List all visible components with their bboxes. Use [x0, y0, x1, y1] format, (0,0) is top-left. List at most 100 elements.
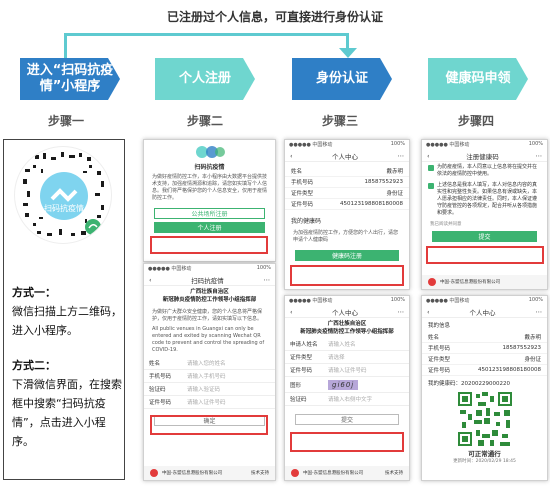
center-header: ‹ 个人中心 ⋯: [285, 150, 409, 162]
status-carrier: ●●●●● 中国移动: [426, 142, 470, 148]
more-icon[interactable]: ⋯: [397, 151, 404, 160]
status-carrier: ●●●●● 中国移动: [289, 298, 333, 304]
app-desc: 为做好疫情防控工作，本小程序由大数据平台提供技术支持，加强疫情溯源和追踪，请您如…: [152, 174, 268, 201]
field-passport-label: 证件号码: [149, 400, 172, 406]
back-icon[interactable]: ‹: [427, 307, 430, 316]
health-qr-code[interactable]: [422, 390, 547, 448]
top-note: 已注册过个人信息，可直接进行身份认证: [166, 10, 383, 24]
my-info-section: 我的信息: [428, 323, 451, 329]
highlight-submit: [290, 432, 404, 452]
footer: 中国-东盟信息港股份有限公司技术支持: [144, 466, 275, 480]
personal-register-button[interactable]: 个人注册: [154, 222, 265, 233]
field-name-label: 姓名: [149, 361, 161, 367]
submit-button[interactable]: 提交: [295, 414, 399, 425]
more-icon[interactable]: ⋯: [535, 307, 542, 316]
verify-field-label: 图形: [290, 382, 302, 389]
verify-field: 申请人姓名请输入姓名: [285, 338, 409, 351]
field-passport-input[interactable]: 请输入证件号码: [187, 400, 226, 406]
verify-title: 个人中心: [332, 308, 359, 317]
info-value: 身份证: [386, 191, 403, 197]
verify-field-input[interactable]: 请输入证件号码: [328, 368, 367, 374]
status-battery: 100%: [390, 141, 405, 147]
methods-text: 方式一： 微信扫描上方二维码，进入小程序。 方式二： 下滑微信界面，在搜索框中搜…: [12, 283, 124, 451]
info-value: 450123198808180008: [478, 367, 541, 373]
info-value: 450123198808180008: [340, 201, 403, 207]
field-phone-label: 手机号码: [149, 374, 172, 380]
method-1-text: 微信扫描上方二维码，进入小程序。: [12, 305, 122, 337]
back-icon[interactable]: ‹: [290, 151, 293, 160]
verify-banner: 广西壮族自治区 新冠肺炎疫情防控工作领导小组指挥部: [300, 321, 394, 335]
apply-title: 注册健康码: [466, 152, 499, 161]
checkbox-icon[interactable]: [428, 165, 434, 171]
info-key: 手机号码: [291, 180, 314, 186]
field-phone: 手机号码 请输入手机号码: [144, 370, 275, 383]
qr-app-name: 扫码抗疫情: [44, 203, 84, 213]
status-carrier: ●●●●● 中国移动: [148, 266, 192, 272]
verify-field-input[interactable]: 请输入右侧中文字: [328, 397, 373, 403]
app-title: 扫码抗疫情: [194, 164, 225, 171]
verify-field-label: 证件类型: [290, 355, 313, 361]
captcha-image[interactable]: gi60j: [328, 379, 359, 390]
verify-field-select[interactable]: 请选择: [328, 355, 345, 361]
info-key: 证件号码: [291, 202, 314, 208]
field-code: 验证码 请输入验证码: [144, 383, 275, 396]
step-2: 个人注册: [155, 58, 255, 100]
apply-submit-button[interactable]: 提交: [432, 231, 537, 242]
left-panel: [3, 139, 125, 480]
form-title: 扫码抗疫情: [191, 276, 224, 285]
status-carrier: ●●●●● 中国移动: [426, 298, 470, 304]
field-name-input[interactable]: 请输入您的姓名: [187, 361, 226, 367]
info-key: 证件号码: [428, 368, 451, 374]
footer-tag: 技术支持: [251, 471, 269, 476]
verify-field: 证件号码 请输入证件号码: [285, 364, 409, 377]
consent-item[interactable]: 为防疫疫情，本人同意以上信息将在提交并在依法的疫情防控中使用。: [422, 162, 547, 180]
back-icon[interactable]: ‹: [427, 151, 430, 160]
field-code-label: 验证码: [149, 387, 166, 393]
verify-field-label: 证件号码: [290, 368, 313, 374]
health-code-register-button[interactable]: 健康码注册: [295, 250, 399, 261]
info-value: 18587552923: [364, 179, 404, 185]
method-2-text: 下滑微信界面，在搜索框中搜索“扫码抗疫情”，点击进入小程序。: [12, 378, 122, 448]
verify-header: ‹ 个人中心 ⋯: [285, 306, 409, 318]
consent-item[interactable]: 上述信息是我本人填写，本人对信息内容的真实性和完整性负责。如果信息有误或缺失，本…: [422, 180, 547, 219]
footer-org: 中国-东盟信息港股份有限公司: [303, 471, 364, 476]
status-carrier: ●●●●● 中国移动: [289, 142, 333, 148]
mini-program-qr[interactable]: 扫码抗疫情: [14, 146, 112, 244]
info-row: 证件号码 450123198808180008: [422, 365, 547, 376]
more-icon[interactable]: ⋯: [535, 151, 542, 160]
field-phone-input[interactable]: 请输入手机号码: [187, 374, 226, 380]
checkbox-icon[interactable]: [428, 183, 434, 189]
info-key: 手机号码: [428, 346, 451, 352]
info-value: 戴赤明: [386, 169, 403, 175]
step-2-title: 个人注册: [178, 71, 231, 86]
apply-header: ‹ 注册健康码 ⋯: [422, 150, 547, 162]
info-row: 姓名戴赤明: [285, 166, 409, 177]
code-title: 个人中心: [469, 308, 496, 317]
verify-field-input[interactable]: 请输入姓名: [328, 342, 356, 348]
step-1: 进入“扫码抗疫情”小程序: [20, 58, 120, 100]
back-icon[interactable]: ‹: [290, 307, 293, 316]
verify-field: 图形 gi60j: [285, 377, 409, 393]
more-icon[interactable]: ⋯: [397, 307, 404, 316]
field-passport: 证件号码 请输入证件号码: [144, 396, 275, 409]
qr-pattern: 扫码抗疫情: [23, 152, 104, 236]
info-row: 证件号码 450123198808180008: [285, 199, 409, 210]
field-code-input[interactable]: 请输入验证码: [187, 387, 221, 393]
center-title: 个人中心: [332, 152, 359, 161]
more-icon[interactable]: ⋯: [263, 275, 270, 284]
code-header: ‹ 个人中心 ⋯: [422, 306, 547, 318]
info-row: 手机号码 18587552923: [285, 177, 409, 188]
form-header: ‹ 扫码抗疫情 ⋯: [144, 274, 275, 286]
step-3-title: 身份认证: [315, 71, 368, 86]
footer: 中国-东盟信息港股份有限公司技术支持: [285, 466, 409, 480]
health-qr-icon: [455, 390, 514, 448]
public-register-button[interactable]: 公共场所注册: [154, 208, 265, 219]
back-icon[interactable]: ‹: [149, 275, 152, 284]
highlight-health-register: [290, 265, 404, 286]
agree-note: 我已阅读并同意: [430, 222, 462, 227]
info-key: 证件类型: [428, 357, 451, 363]
info-key: 姓名: [428, 335, 440, 341]
